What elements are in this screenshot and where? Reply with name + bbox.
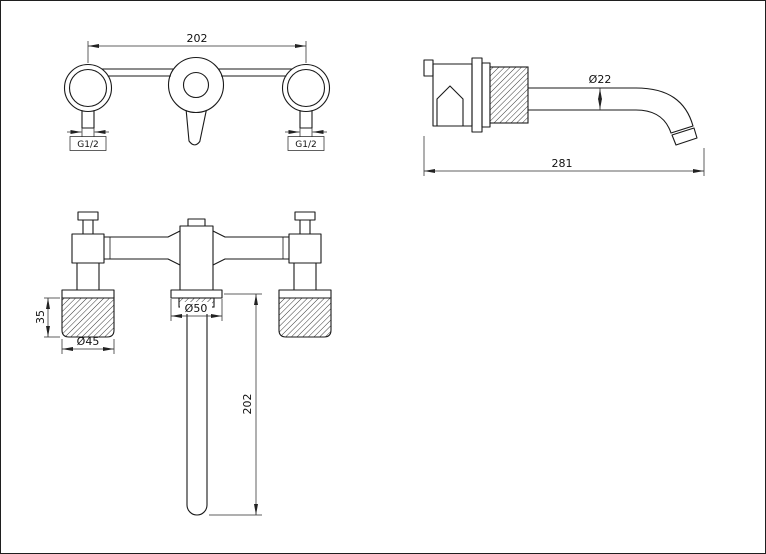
left-thread-label: G1/2 xyxy=(77,140,98,150)
left-handle-knurl xyxy=(61,297,115,338)
front-geometry xyxy=(63,56,331,146)
flange-diameter-label: Ø50 xyxy=(185,302,208,315)
plan-dimensions: 35 Ø45 Ø50 202 xyxy=(34,293,262,516)
handle-diameter-label: Ø45 xyxy=(77,335,100,348)
spout-boss-inner-circle xyxy=(182,71,210,99)
left-handle-stem xyxy=(81,110,95,129)
side-dimensions: Ø22 281 xyxy=(423,73,705,176)
knurl-height-label: 35 xyxy=(34,310,47,324)
handle-diameter-extension-lines xyxy=(61,339,115,354)
right-handle-inner-circle xyxy=(286,68,326,108)
connecting-tubes xyxy=(103,230,290,266)
flange-diameter-label-bg xyxy=(180,302,212,314)
valve-body-facet xyxy=(436,85,464,127)
front-width-dim-label: 202 xyxy=(187,32,208,45)
right-handle-stem xyxy=(299,110,313,129)
knurled-ring-side xyxy=(489,66,529,124)
left-handle-outer-circle xyxy=(63,63,113,113)
spout-boss-outer-circle xyxy=(167,56,225,114)
spout-tube-side xyxy=(527,87,694,134)
spout-tip-cut-line xyxy=(670,125,694,134)
front-view: 202 G1/2 G1/2 xyxy=(63,32,331,151)
right-handle-outer-circle xyxy=(281,63,331,113)
left-thread-extension-lines xyxy=(81,128,95,137)
spout-diameter-label: Ø22 xyxy=(589,73,612,86)
side-view: Ø22 281 xyxy=(423,57,705,176)
spout-aerator-tip xyxy=(671,127,698,146)
right-handle-knurl xyxy=(278,297,332,338)
left-thread-label-box xyxy=(69,136,107,151)
left-handle-inner-circle xyxy=(68,68,108,108)
right-thread-label: G1/2 xyxy=(295,140,316,150)
right-thread-label-box xyxy=(287,136,325,151)
plan-length-label: 202 xyxy=(241,394,254,415)
wall-bar-edges xyxy=(101,68,293,77)
front-dimensions: 202 G1/2 G1/2 xyxy=(67,32,327,151)
tube-joint-lines xyxy=(109,237,284,259)
side-geometry xyxy=(423,57,698,146)
front-spout-nozzle xyxy=(185,109,207,146)
plan-view: 35 Ø45 Ø50 202 xyxy=(34,211,332,516)
spout-tube-plan xyxy=(186,306,208,516)
right-thread-extension-lines xyxy=(299,128,313,137)
spout-length-label: 281 xyxy=(552,157,573,170)
